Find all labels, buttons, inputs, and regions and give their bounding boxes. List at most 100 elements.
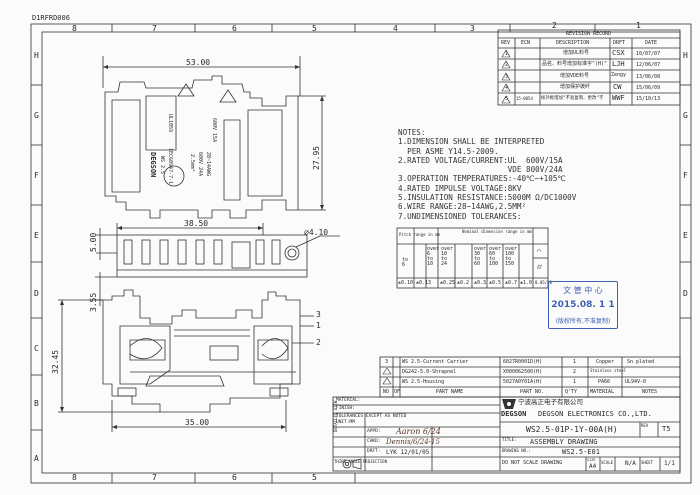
note-line: 3.OPERATION TEMPERATURES:-40℃~+105℃: [398, 174, 566, 184]
note-line: VDE 800V/24A: [398, 165, 563, 175]
zone-label: C: [34, 344, 39, 353]
dim-left-height: 5.00: [89, 232, 98, 252]
callout-3: 3: [316, 310, 321, 319]
zone-label: E: [683, 231, 688, 240]
rev-header: DESCRIPTION: [556, 40, 590, 46]
tb-label: SIZE: [587, 458, 596, 462]
revision-value: T5: [662, 425, 671, 433]
tol-header: Nominal dimension range in mm: [462, 229, 532, 234]
tb-label: TOLERANCES EXCEPT AS NOTED: [336, 414, 407, 419]
rev-drft: WWF: [612, 94, 625, 102]
bom-header: NO: [383, 389, 390, 395]
bom-header: PART NO.: [520, 389, 545, 395]
rev-no: 3: [505, 74, 509, 80]
tol-value: ±0.25: [440, 280, 456, 286]
bom-qty: 1: [573, 379, 577, 385]
drawing-title: ASSEMBLY DRAWING: [530, 438, 598, 446]
sheet-value: 1/1: [664, 460, 675, 467]
brand-mark: DEGSON: [149, 152, 157, 178]
tb-label: THIRD ANGLE PROJECTION: [334, 459, 387, 464]
tol-value: ±1.0: [520, 280, 533, 286]
logo-text: DEGSON: [501, 410, 527, 418]
scale-note: DO NOT SCALE DRAWING: [502, 460, 563, 466]
rev-date: 15/10/13: [636, 96, 661, 102]
tol-range: over 30 to 60: [474, 246, 487, 267]
zone-label: E: [34, 231, 39, 240]
tol-range: over 10 to 24: [441, 246, 454, 267]
zone-label: 5: [312, 24, 317, 33]
rev-date: 13/06/08: [636, 74, 661, 80]
tol-value: ±0.13: [416, 280, 432, 286]
tb-label: DRFT:: [367, 449, 381, 454]
notes: NOTES: 1.DIMENSION SHALL BE INTERPRETED …: [398, 128, 576, 221]
dim-mid-width: 38.50: [184, 219, 209, 228]
note-line: 6.WIRE RANGE:28~14AWG,2.5MM²: [398, 202, 527, 212]
tol-value: ±0.2: [457, 280, 470, 286]
dim-side-height: 32.45: [51, 349, 60, 374]
zone-label: 7: [152, 24, 157, 33]
note-line: 7.UNDIMENSIONED TOLERANCES:: [398, 211, 522, 221]
bom-no: 3: [385, 359, 389, 365]
bom-qty: 1: [573, 359, 577, 365]
chkd-signature: Dennis/6/24-15: [386, 438, 440, 446]
tol-note: 0.05/30: [535, 280, 552, 285]
tb-label: SCALE: [601, 460, 614, 465]
dim-offset: 3.55: [89, 292, 98, 312]
bom-part: 6027R0001D(H): [503, 359, 543, 365]
area-mark: 2.5mm²: [189, 154, 195, 173]
tol-value: ±0.10: [398, 280, 414, 286]
part-number: WS2.5-01P-1Y-00A(H): [526, 425, 618, 434]
tol-range: over 100 to 150: [505, 246, 518, 267]
tb-label: SHEET: [641, 460, 654, 465]
drawing-number: WS2.5-E01: [562, 448, 600, 456]
zone-label: 4: [393, 24, 398, 33]
rating1-mark: 600V 15A: [211, 118, 217, 143]
stamp-date: 2015.08. 1 1: [551, 300, 615, 310]
flatness-icon: ⌒: [537, 247, 542, 255]
notes-title: NOTES:: [398, 128, 426, 137]
document-control-stamp: 文 管 中 心 2015.08. 1 1 (版权所有,不准复制): [548, 281, 618, 329]
rev-header: DATE: [645, 40, 658, 46]
zone-label: 6: [232, 24, 237, 33]
zone-label: H: [683, 51, 688, 60]
stamp-line: (版权所有,不准复制): [555, 318, 611, 325]
ul-mark: UL1059: [167, 114, 173, 133]
rev-header: REV: [501, 40, 511, 46]
callout-1: 1: [316, 321, 321, 330]
rev-header: ECN: [521, 40, 531, 46]
bom-header: MATERIAL: [590, 389, 615, 395]
rev-ecn: 15-0054: [516, 96, 533, 101]
tol-range: over 6 to 10: [427, 246, 440, 267]
tol-header: Pitch range in mm: [399, 232, 440, 237]
appd-signature: Aaron 6/24: [396, 427, 441, 436]
stamp-line: 文 管 中 心: [563, 286, 603, 295]
tol-range: to 6: [402, 257, 409, 268]
dim-height: 27.95: [312, 145, 321, 170]
tb-label: TITLE:: [502, 437, 517, 442]
tb-label: APPD:: [367, 429, 381, 434]
bom-qty: 2: [573, 369, 577, 375]
scale-value: N/A: [625, 460, 636, 467]
tb-label: UNIT:MM: [336, 420, 355, 425]
terminal-marking: DEGSON WS 2.5 IEC60947-7-1 UL1059 600V 1…: [149, 112, 230, 202]
zone-label: G: [34, 111, 39, 120]
rev-desc: 样外框增加"不准复制、更改"字: [541, 96, 604, 101]
rev-no: 5: [505, 96, 509, 102]
zone-label: F: [34, 171, 39, 180]
zone-label: D: [34, 289, 39, 298]
bom-header: Q'TY: [565, 389, 578, 395]
zone-label: 3: [470, 24, 475, 33]
dim-top-width: 53.00: [186, 58, 211, 67]
bom-notes: Sn plated: [627, 359, 655, 365]
zone-label: A: [34, 454, 39, 463]
zone-label: 1: [636, 21, 641, 30]
drawing-code: D1RFRD006: [32, 14, 70, 22]
tb-label: DETAILED VIEW: [333, 400, 338, 432]
rev-no: 1: [505, 51, 509, 57]
wire-mark: 28~14AWG: [205, 152, 211, 177]
bom-header: OF: [394, 389, 401, 395]
rev-desc: 增加UL料号: [563, 50, 590, 56]
tb-label: MATERIAL:: [336, 398, 361, 403]
